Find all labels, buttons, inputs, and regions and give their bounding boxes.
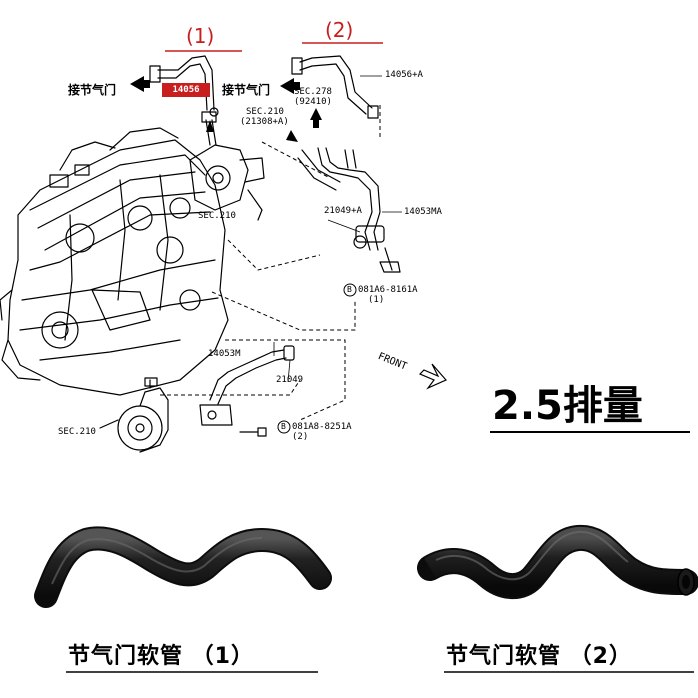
highlight-part-number: 14056 [162,83,210,97]
label-21049: 21049 [276,375,304,385]
callout-1: (1) [186,24,215,48]
label-sec278-sub: (92410) [294,97,332,107]
label-bolt-1: 081A6-8161A [358,285,418,295]
leader-lines [273,75,402,383]
direction-arrows [130,76,322,142]
label-14053m: 14053M [208,349,241,359]
label-14053ma: 14053MA [404,207,442,217]
label-sec210-mid: SEC.210 [198,211,236,221]
label-14056a: 14056+A [385,70,423,80]
label-sec210-upper: SEC.210 [246,107,284,117]
label-sec210-upper-sub: (21308+A) [240,117,289,127]
label-sec278: SEC.278 [294,87,332,97]
headline-displacement: 2.5排量 [492,383,643,429]
hose-2-drawing [291,55,379,119]
callout-2: (2) [325,18,354,42]
engine-block [0,127,229,396]
pipe-14053ma-drawing [297,147,401,273]
bolt-marker-1: B [347,285,352,294]
front-arrow [418,363,447,390]
label-bolt-2: 081A8-8251A [292,422,352,432]
hose-1-drawing [149,55,219,117]
caption-hose-1: 节气门软管 （1） [68,644,254,669]
callout-underlines [165,42,383,52]
label-21049a: 21049+A [324,206,362,216]
caption-hose-2: 节气门软管 （2） [446,644,632,669]
label-bolt-2-qty: (2) [292,432,309,442]
label-bolt-1-qty: (1) [368,295,385,305]
water-outlet-housing [189,111,265,221]
connector-label-middle: 接节气门 [222,83,271,97]
bolt-lower-drawing [239,427,267,437]
dashed-leaders [160,105,381,421]
connector-label-left: 接节气门 [68,83,117,97]
bolt-markers [277,283,357,434]
water-pump-drawing [99,377,169,453]
bolt-marker-2: B [281,422,286,431]
label-sec210-lower: SEC.210 [58,427,96,437]
